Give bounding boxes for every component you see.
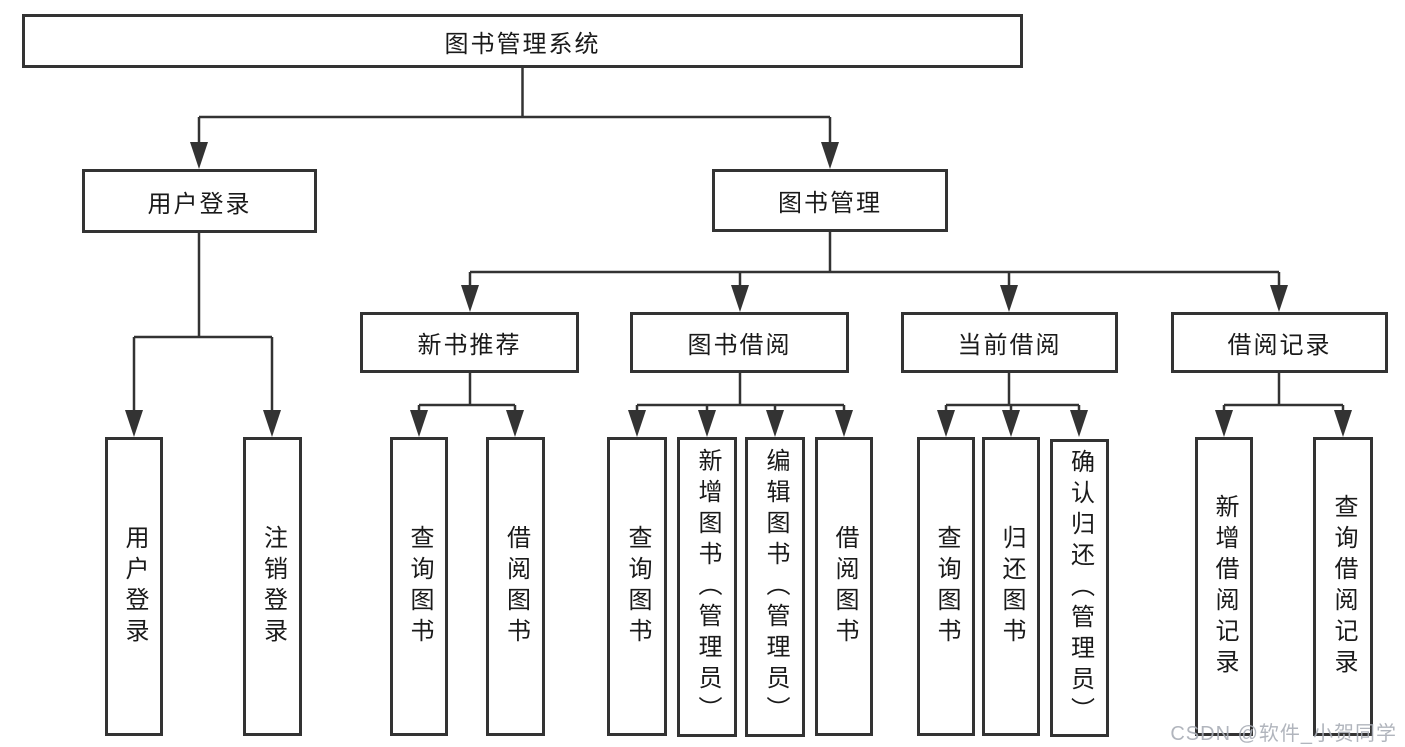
leaf-search-books: 查询图书 bbox=[607, 437, 667, 736]
leaf-search-books: 查询图书 bbox=[917, 437, 975, 736]
leaf-user-login: 用户登录 bbox=[105, 437, 163, 736]
csdn-watermark: CSDN @软件_小贺同学 bbox=[1170, 723, 1397, 745]
leaf-edit-book-admin: 编辑图书（管理员） bbox=[745, 437, 805, 737]
node-borrow-records: 借阅记录 bbox=[1171, 312, 1388, 373]
node-current-borrow: 当前借阅 bbox=[901, 312, 1118, 373]
leaf-search-books: 查询图书 bbox=[390, 437, 448, 736]
node-root: 图书管理系统 bbox=[22, 14, 1023, 68]
node-book-borrow: 图书借阅 bbox=[630, 312, 849, 373]
leaf-borrow-books: 借阅图书 bbox=[486, 437, 545, 736]
leaf-add-book-admin: 新增图书（管理员） bbox=[677, 437, 737, 737]
leaf-confirm-return-admin: 确认归还（管理员） bbox=[1050, 439, 1109, 737]
leaf-add-borrow-record: 新增借阅记录 bbox=[1195, 437, 1253, 736]
leaf-borrow-books: 借阅图书 bbox=[815, 437, 873, 736]
node-new-book-recommend: 新书推荐 bbox=[360, 312, 579, 373]
leaf-return-book: 归还图书 bbox=[982, 437, 1040, 736]
node-book-management: 图书管理 bbox=[712, 169, 948, 232]
leaf-query-borrow-record: 查询借阅记录 bbox=[1313, 437, 1373, 736]
node-user-login: 用户登录 bbox=[82, 169, 317, 233]
leaf-logout: 注销登录 bbox=[243, 437, 302, 736]
